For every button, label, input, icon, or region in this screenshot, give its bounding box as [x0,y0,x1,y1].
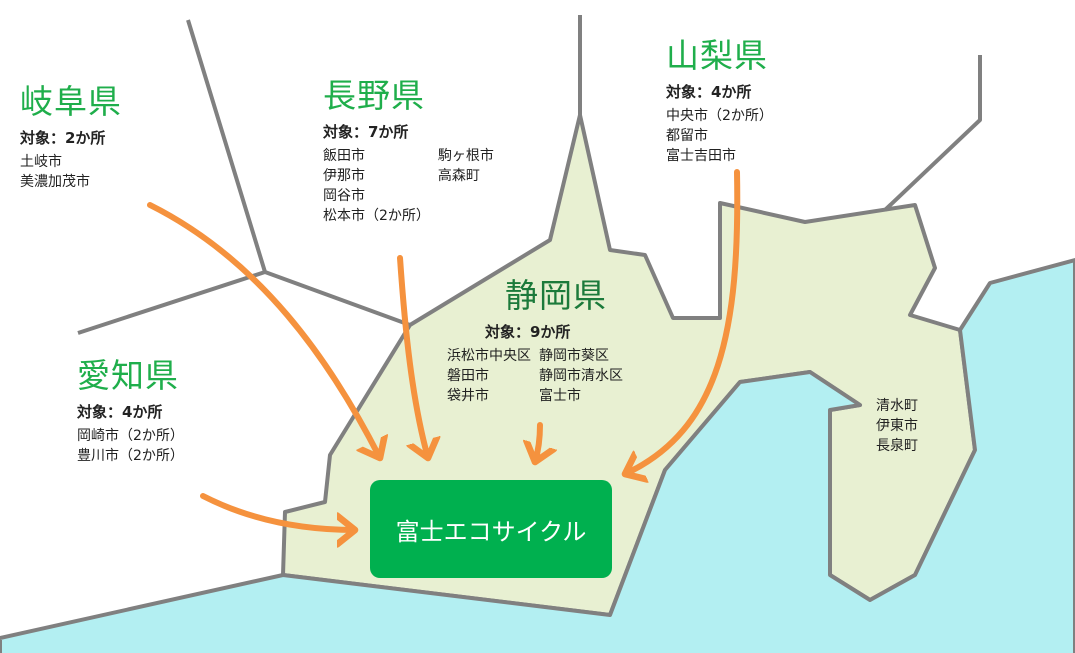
city: 土岐市 [20,154,62,170]
city: 静岡市清水区 [539,368,623,384]
city: 岡崎市（2か所） [77,428,184,444]
arrows [147,169,741,530]
target-count: 対象：9か所 [485,323,571,341]
city: 岡谷市 [323,188,365,204]
city: 伊那市 [323,168,365,184]
prefecture-yamanashi: 山梨県 対象：4か所 中央市（2か所） 都留市 富士吉田市 [666,36,773,166]
prefecture-borders [77,15,982,335]
city: 高森町 [437,168,480,184]
city: 美濃加茂市 [20,174,90,190]
prefecture-gifu: 岐阜県 対象：2か所 土岐市 美濃加茂市 [20,82,122,192]
prefecture-name: 山梨県 [666,36,768,75]
city: 飯田市 [323,148,365,164]
city: 袋井市 [447,388,489,404]
city: 浜松市中央区 [447,348,531,364]
prefecture-name: 岐阜県 [20,82,122,121]
city: 中央市（2か所） [666,108,773,124]
destination-label: 富士エコサイクル [395,517,587,546]
city: 松本市（2か所） [323,208,430,224]
destination-box: 富士エコサイクル [370,480,612,578]
city: 富士吉田市 [666,148,736,164]
prefecture-name: 愛知県 [77,356,179,395]
city: 清水町 [876,398,918,414]
arrow-aichi [200,493,355,530]
target-count: 対象：7か所 [323,123,409,141]
target-count: 対象：4か所 [666,83,752,101]
arrow-yamanashi [625,169,741,474]
prefecture-nagano: 長野県 対象：7か所 飯田市 駒ヶ根市 伊那市 高森町 岡谷市 松本市（2か所） [323,76,494,226]
city: 静岡市葵区 [539,348,609,364]
city: 駒ヶ根市 [437,148,494,164]
city: 伊東市 [876,418,918,434]
prefecture-name: 静岡県 [505,276,607,315]
arrow-shizuoka [535,422,540,462]
city: 富士市 [539,388,581,404]
city: 長泉町 [876,438,918,454]
prefecture-shizuoka: 静岡県 対象：9か所 浜松市中央区 静岡市葵区 磐田市 静岡市清水区 袋井市 富… [447,276,623,406]
arrow-nagano [397,255,428,458]
city: 磐田市 [447,368,489,384]
arrow-gifu [147,202,380,458]
izu-cities: 清水町 伊東市 長泉町 [876,396,918,456]
sea [0,258,1075,653]
city: 豊川市（2か所） [77,448,184,464]
city: 都留市 [666,128,708,144]
target-count: 対象：4か所 [77,403,163,421]
prefecture-name: 長野県 [323,76,425,115]
spacer [438,186,494,206]
target-count: 対象：2か所 [20,129,106,147]
prefecture-aichi: 愛知県 対象：4か所 岡崎市（2か所） 豊川市（2か所） [77,356,184,466]
